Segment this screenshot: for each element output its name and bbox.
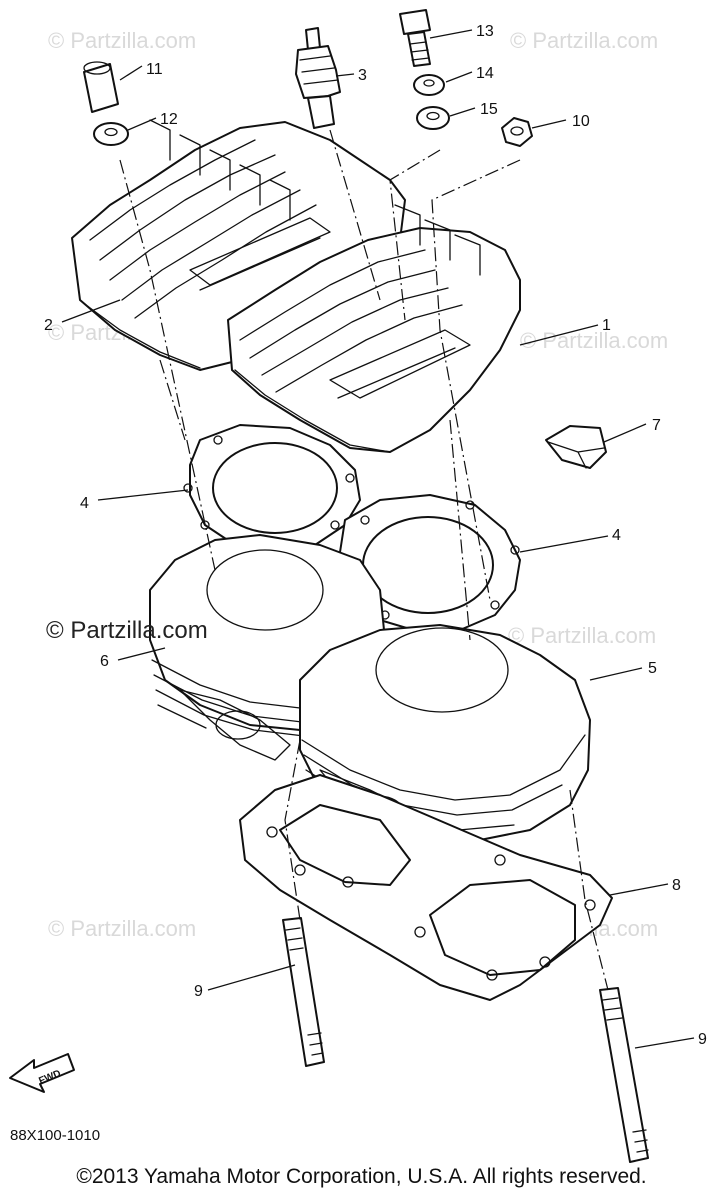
callout-4-left: 4 <box>80 495 89 512</box>
callout-11: 11 <box>146 61 163 78</box>
alignment-lines <box>119 129 609 991</box>
callout-7: 7 <box>652 417 661 434</box>
washer-15 <box>416 106 450 130</box>
callout-3: 3 <box>358 67 367 84</box>
spark-plug <box>295 27 341 129</box>
sleeve-collar <box>83 61 119 113</box>
stud-bolt-left <box>282 917 325 1067</box>
callout-9-left: 9 <box>194 983 203 1000</box>
callout-6: 6 <box>100 653 109 670</box>
stud-bolt-right <box>599 987 649 1163</box>
bolt <box>399 9 431 67</box>
callout-10: 10 <box>572 113 590 130</box>
callout-2: 2 <box>44 317 53 334</box>
callout-4-right: 4 <box>612 527 621 544</box>
watermark-top-left: © Partzilla.com <box>48 28 197 53</box>
watermark-dark: © Partzilla.com <box>46 617 208 644</box>
watermark-low-left: © Partzilla.com <box>48 916 197 941</box>
watermark-center-right: © Partzilla.com <box>508 623 657 648</box>
callout-14: 14 <box>476 65 494 82</box>
hex-nut <box>501 117 533 147</box>
cylinder-head-left <box>71 119 406 371</box>
leader-lines <box>61 29 695 1049</box>
washer-12 <box>93 122 129 146</box>
base-gasket <box>239 774 613 1001</box>
fwd-arrow-icon: FWD <box>9 1053 75 1093</box>
copyright-notice: ©2013 Yamaha Motor Corporation, U.S.A. A… <box>76 1165 647 1188</box>
callout-8: 8 <box>672 877 681 894</box>
callout-5: 5 <box>648 660 657 677</box>
diagram-code: 88X100-1010 <box>10 1127 101 1144</box>
callout-1: 1 <box>602 317 611 334</box>
washer-14 <box>413 74 445 96</box>
head-gasket-left <box>183 424 361 553</box>
callout-13: 13 <box>476 23 494 40</box>
callout-12: 12 <box>160 111 178 128</box>
callout-9-right: 9 <box>698 1031 707 1048</box>
rubber-cap <box>545 425 607 469</box>
watermark-top-right: © Partzilla.com <box>510 28 659 53</box>
watermark-mid-right: © Partzilla.com <box>520 328 669 353</box>
callout-15: 15 <box>480 101 498 118</box>
